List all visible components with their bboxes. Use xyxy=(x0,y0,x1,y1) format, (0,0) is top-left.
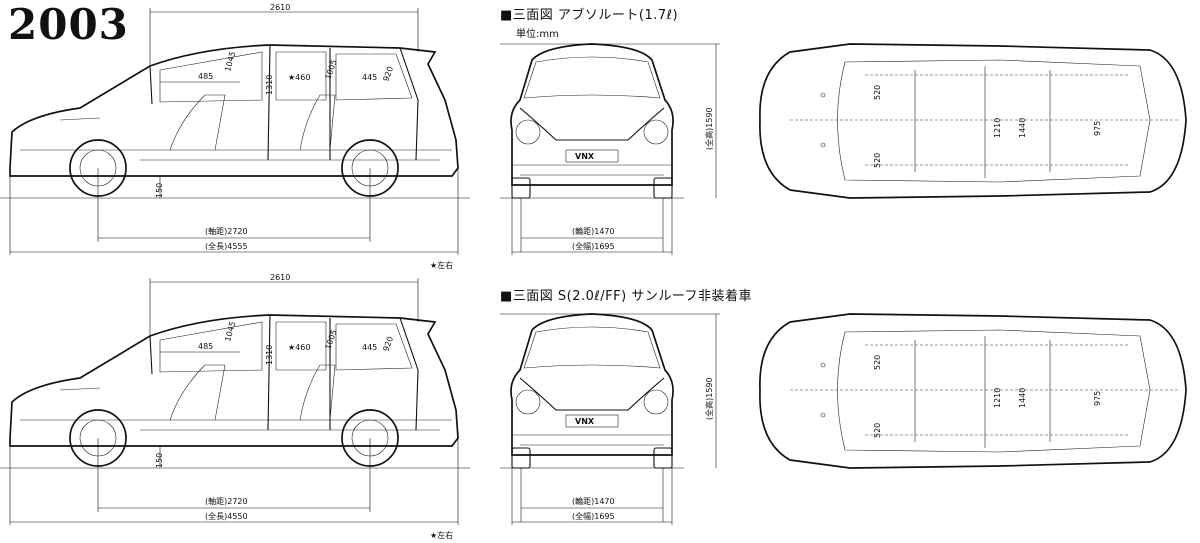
wheelbase-dim: (軸距)2720 xyxy=(205,496,248,506)
variant-2-title: ■三面図 S(2.0ℓ/FF) サンルーフ非装着車 xyxy=(500,289,753,304)
variant-2-drawings: 2610 (軸距)2720 (全長)4550 ★左右 485 ★460 445 … xyxy=(0,273,1187,540)
center-height-dim: 1310 xyxy=(265,345,274,365)
variant-1-drawings: 2610 (軸距)2720 (全長)4555 ★左右 485 ★460 445 … xyxy=(0,3,1187,270)
interior-dim-b: 1440 xyxy=(1018,388,1027,408)
interior-dim-a: 1210 xyxy=(993,118,1002,138)
height-dim: (全高)1590 xyxy=(704,377,714,420)
length-dim: (全長)4555 xyxy=(205,241,248,251)
front-headroom-dim: 1045 xyxy=(223,321,237,343)
license-plate: VNX xyxy=(575,152,595,161)
cargo-length-dim: 445 xyxy=(362,73,377,82)
footnote: ★左右 xyxy=(430,530,453,540)
top-view-1: 520 520 1210 1440 975 xyxy=(759,43,1187,199)
front-view-2: VNX (全高)1590 (輪距)1470 (全幅)1695 xyxy=(500,313,720,525)
year-label: 2003 xyxy=(8,0,129,49)
front-legroom-dim: 485 xyxy=(198,72,213,81)
top-view-2: 520 520 1210 1440 975 xyxy=(759,313,1187,469)
interior-dim-c: 975 xyxy=(1093,121,1102,136)
seat-width-1: 520 xyxy=(873,85,882,100)
wheelbase-dim: (軸距)2720 xyxy=(205,226,248,236)
variant-1-title: ■三面図 アブソルート(1.7ℓ) xyxy=(500,8,679,23)
seat-width-1: 520 xyxy=(873,355,882,370)
interior-dim-c: 975 xyxy=(1093,391,1102,406)
interior-dim-b: 1440 xyxy=(1018,118,1027,138)
seat-width-2: 520 xyxy=(873,423,882,438)
cargo-height-dim: 920 xyxy=(381,65,395,82)
height-dim: (全高)1590 xyxy=(704,107,714,150)
ground-clearance-dim: 150 xyxy=(155,453,164,468)
seat-width-2: 520 xyxy=(873,153,882,168)
roof-span-dim: 2610 xyxy=(270,3,290,12)
tread-dim: (輪距)1470 xyxy=(572,496,615,506)
length-dim: (全長)4550 xyxy=(205,511,248,521)
width-dim: (全幅)1695 xyxy=(572,511,615,521)
side-view-2: 2610 (軸距)2720 (全長)4550 ★左右 485 ★460 445 … xyxy=(0,273,470,540)
ground-clearance-dim: 150 xyxy=(155,183,164,198)
width-dim: (全幅)1695 xyxy=(572,241,615,251)
unit-label: 単位:mm xyxy=(516,29,559,40)
interior-dim-a: 1210 xyxy=(993,388,1002,408)
side-view-1: 2610 (軸距)2720 (全長)4555 ★左右 485 ★460 445 … xyxy=(0,3,470,270)
rear-legroom-dim: ★460 xyxy=(288,73,310,82)
front-legroom-dim: 485 xyxy=(198,342,213,351)
front-view-1: VNX (全高)1590 (輪距)1470 (全幅)1695 xyxy=(500,43,720,255)
center-height-dim: 1310 xyxy=(265,75,274,95)
license-plate: VNX xyxy=(575,417,595,426)
front-headroom-dim: 1045 xyxy=(223,51,237,73)
roof-span-dim: 2610 xyxy=(270,273,290,282)
rear-legroom-dim: ★460 xyxy=(288,343,310,352)
tread-dim: (輪距)1470 xyxy=(572,226,615,236)
footnote: ★左右 xyxy=(430,260,453,270)
cargo-length-dim: 445 xyxy=(362,343,377,352)
cargo-height-dim: 920 xyxy=(381,335,395,352)
